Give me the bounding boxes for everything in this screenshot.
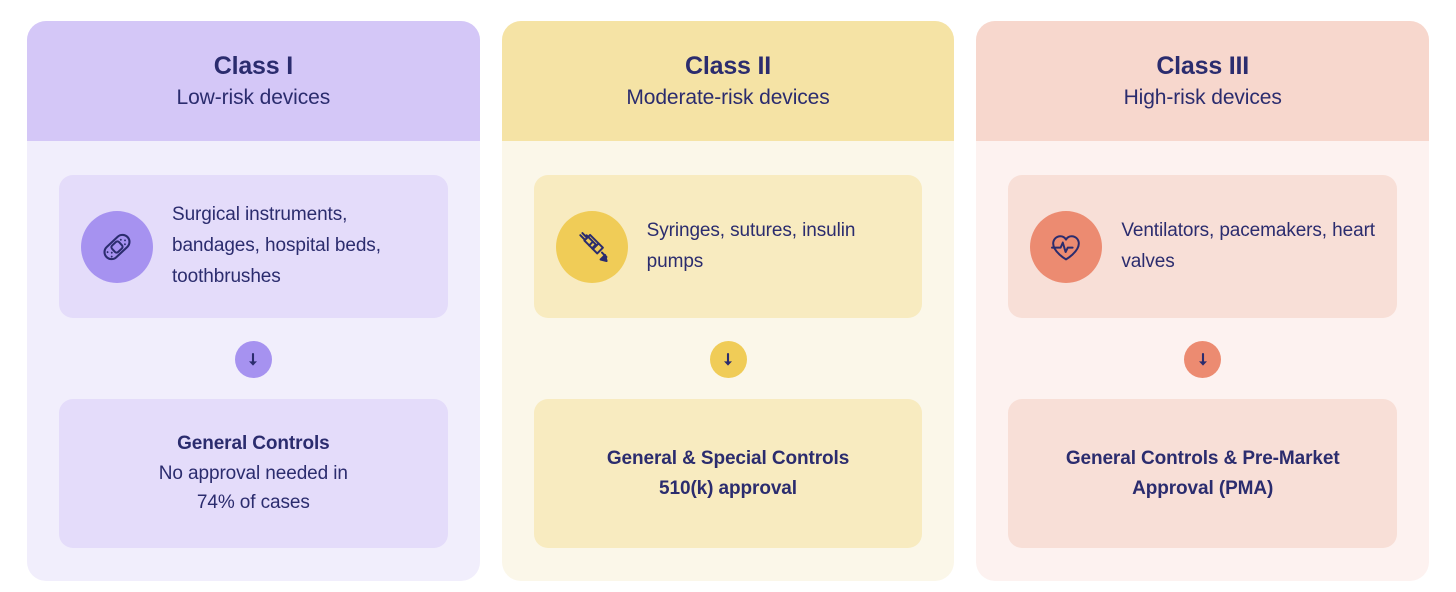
- controls-line: General Controls & Pre-Market: [1065, 448, 1340, 470]
- examples-text: Ventilators, pacemakers, heart valves: [1121, 219, 1375, 272]
- arrow-circle: [709, 341, 747, 378]
- icon-badge: [81, 210, 153, 283]
- arrow-down-icon: [244, 351, 262, 369]
- examples-panel: Syringes, sutures, insulin pumps: [533, 175, 923, 318]
- card-header-class-2: Class II Moderate-risk devices: [501, 21, 955, 141]
- card-subtitle: High-risk devices: [1123, 85, 1282, 109]
- card-body-class-2: Syringes, sutures, insulin pumps General…: [502, 141, 955, 581]
- class-card-class-2: Class II Moderate-risk devices: [501, 21, 955, 581]
- card-header-class-1: Class I Low-risk devices: [27, 21, 480, 141]
- arrow-down-icon: [1194, 351, 1212, 369]
- flow-arrow-wrap: [1184, 318, 1222, 399]
- card-body-class-1: Surgical instruments, bandages, hospital…: [27, 141, 480, 581]
- flow-arrow-wrap: [234, 318, 272, 399]
- heart-pulse-icon: [1046, 227, 1086, 267]
- card-title: Class I: [213, 52, 293, 81]
- controls-line: General Controls: [177, 433, 330, 455]
- controls-panel: General Controls No approval needed in 7…: [59, 399, 448, 548]
- card-subtitle: Moderate-risk devices: [626, 85, 830, 109]
- examples-panel: Surgical instruments, bandages, hospital…: [59, 175, 448, 318]
- card-subtitle: Low-risk devices: [176, 85, 331, 109]
- controls-panel: General & Special Controls 510(k) approv…: [533, 399, 923, 548]
- arrow-down-icon: [719, 351, 737, 369]
- syringe-icon: [572, 227, 612, 267]
- controls-line: 510(k) approval: [659, 477, 797, 499]
- controls-panel: General Controls & Pre-Market Approval (…: [1008, 399, 1398, 548]
- class-card-class-3: Class III High-risk devices Ventilators: [976, 21, 1430, 581]
- controls-line: 74% of cases: [196, 492, 310, 514]
- controls-line: General & Special Controls: [606, 448, 850, 470]
- card-header-class-3: Class III High-risk devices: [976, 21, 1430, 141]
- controls-line: Approval (PMA): [1132, 477, 1274, 499]
- arrow-circle: [234, 341, 272, 378]
- examples-text: Surgical instruments, bandages, hospital…: [172, 204, 381, 287]
- card-title: Class II: [685, 52, 771, 81]
- class-card-class-1: Class I Low-risk devices: [27, 21, 480, 581]
- arrow-circle: [1184, 341, 1222, 378]
- examples-panel: Ventilators, pacemakers, heart valves: [1008, 175, 1398, 318]
- card-body-class-3: Ventilators, pacemakers, heart valves Ge…: [976, 141, 1429, 581]
- icon-badge: [1030, 210, 1103, 283]
- card-title: Class III: [1156, 52, 1250, 81]
- bandage-icon: [97, 227, 137, 267]
- controls-line: No approval needed in: [158, 462, 348, 484]
- examples-text: Syringes, sutures, insulin pumps: [646, 219, 856, 272]
- flow-arrow-wrap: [709, 318, 747, 399]
- icon-badge: [555, 210, 628, 283]
